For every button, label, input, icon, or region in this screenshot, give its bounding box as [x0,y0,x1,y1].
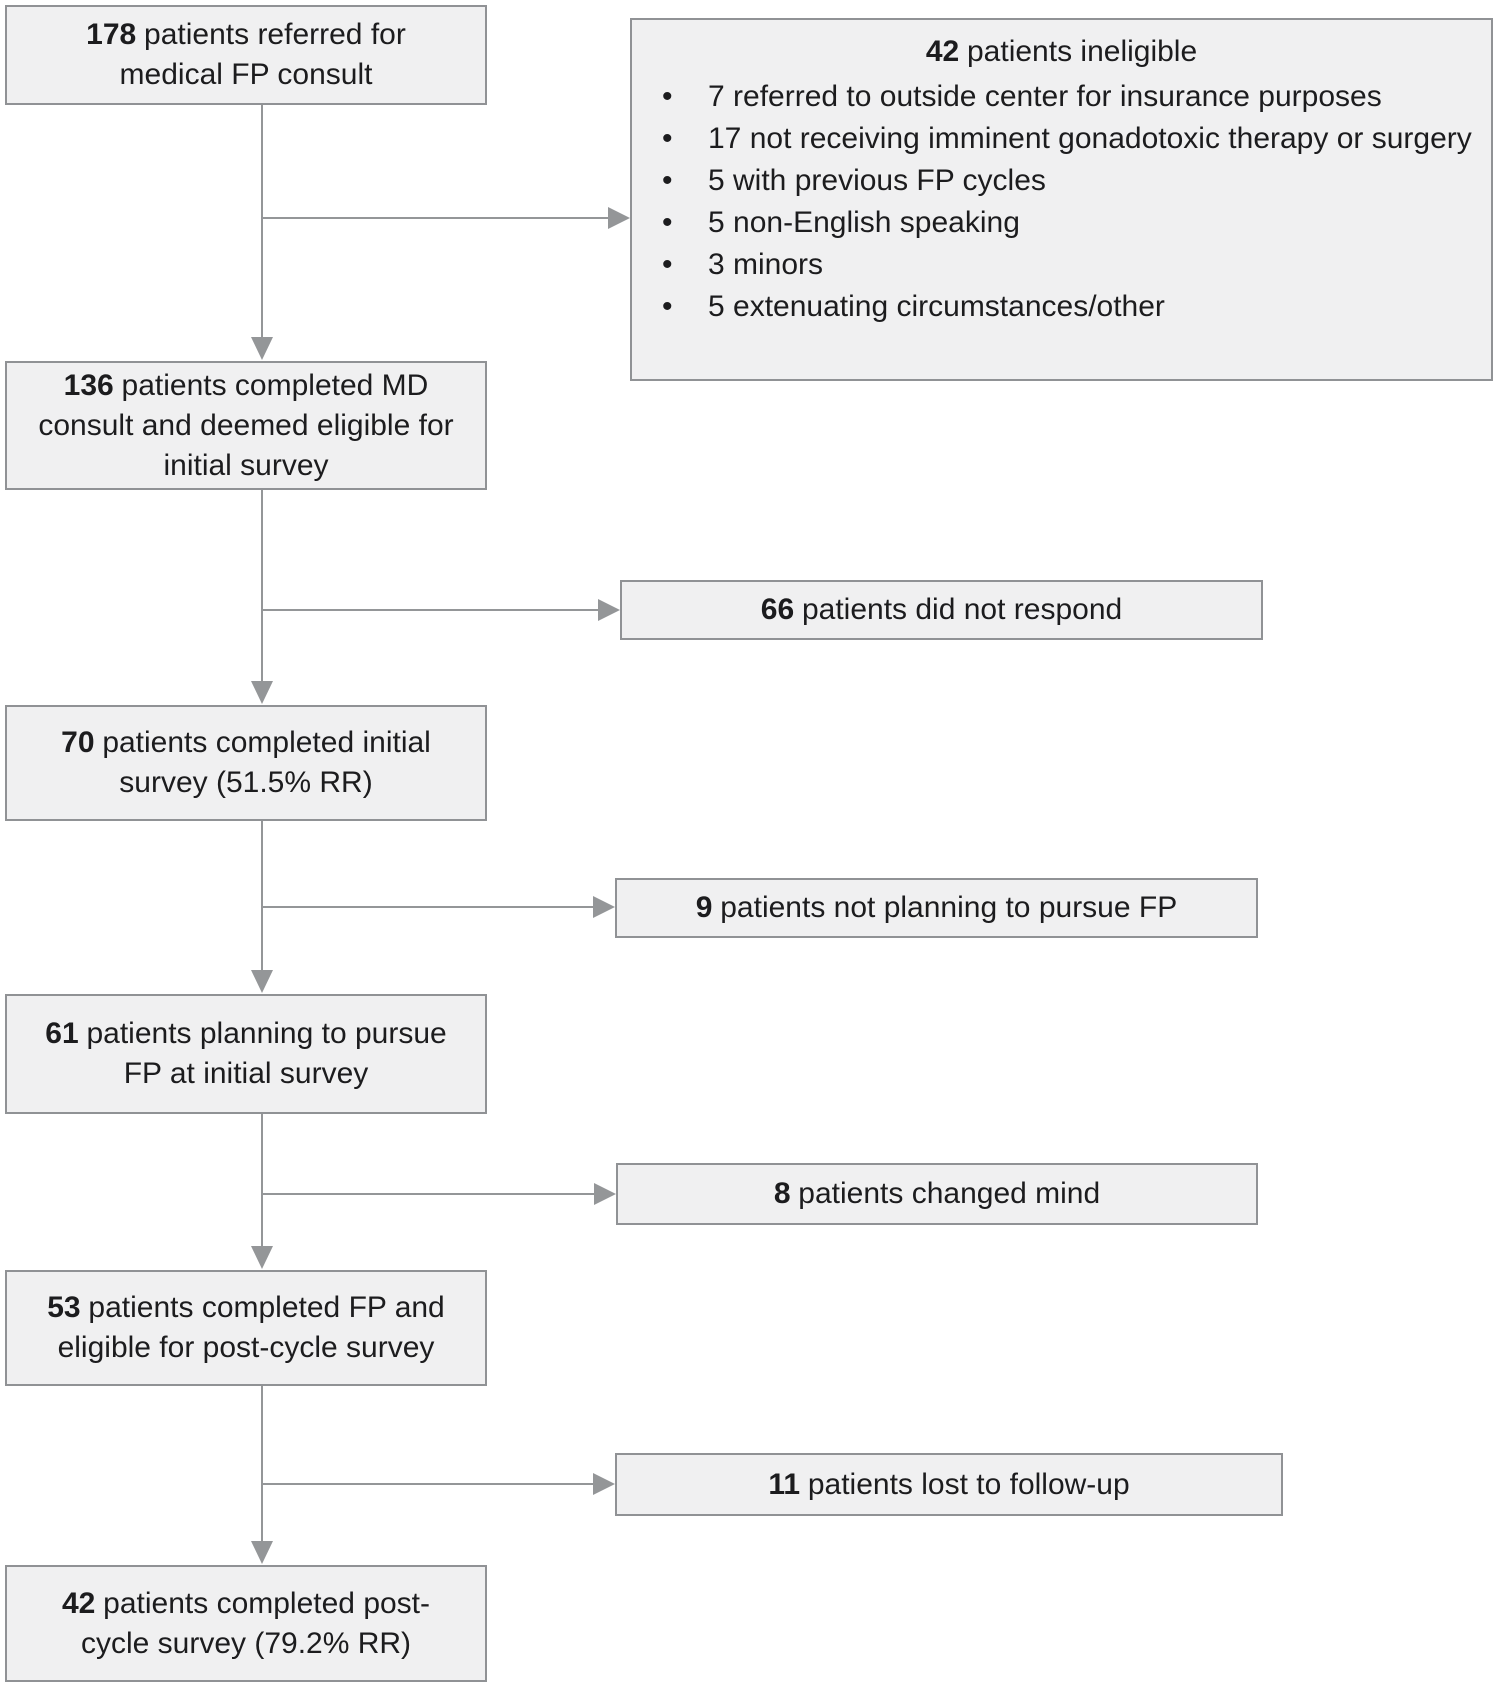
box-completed-fp-line2: eligible for post-cycle survey [57,1331,435,1364]
ineligible-reason-6: 5 extenuating circumstances/other [642,286,1481,328]
box-md-consult-line2: consult and deemed eligible for [38,408,454,442]
box-changed-mind-count: 8 [773,1177,791,1210]
box-planning-fp-count: 61 [45,1017,79,1050]
ineligible-reason-1: 7 referred to outside center for insuran… [642,76,1481,118]
box-initial-survey-line2: survey (51.5% RR) [119,766,373,799]
box-post-cycle-survey-count: 42 [61,1586,96,1620]
arrowhead-down-1 [251,337,273,360]
arrowhead-right-changed-mind [594,1183,616,1205]
arrowhead-down-4 [251,1246,273,1269]
ineligible-reason-2: 17 not receiving imminent gonadotoxic th… [642,118,1481,160]
box-lost-followup-count: 11 [768,1467,801,1501]
box-no-response-count: 66 [760,593,795,626]
arrowhead-right-lost-followup [593,1473,615,1495]
ineligible-reason-3: 5 with previous FP cycles [642,160,1481,202]
box-not-pursuing-count: 9 [695,891,713,924]
box-planning-fp-line2: FP at initial survey [123,1057,369,1090]
ineligible-reason-5: 3 minors [642,244,1481,286]
box-post-cycle-survey-line2: cycle survey (79.2% RR) [80,1626,412,1660]
arrowhead-down-2 [251,681,273,704]
arrowhead-right-ineligible [608,207,630,229]
box-referred-count: 178 [86,18,137,51]
arrowhead-down-5 [251,1541,273,1564]
ineligible-reason-4: 5 non-English speaking [642,202,1481,244]
arrowhead-down-3 [251,970,273,993]
box-ineligible-count: 42 [925,35,960,68]
arrowhead-right-no-response [598,599,620,621]
ineligible-reason-list: 7 referred to outside center for insuran… [642,76,1481,328]
box-initial-survey-count: 70 [61,726,95,759]
box-md-consult-count: 136 [63,368,114,402]
box-md-consult-line3: initial survey [163,448,329,482]
box-completed-fp-count: 53 [47,1291,81,1324]
box-referred-line2: medical FP consult [119,58,373,91]
arrowhead-right-not-pursuing [593,896,615,918]
